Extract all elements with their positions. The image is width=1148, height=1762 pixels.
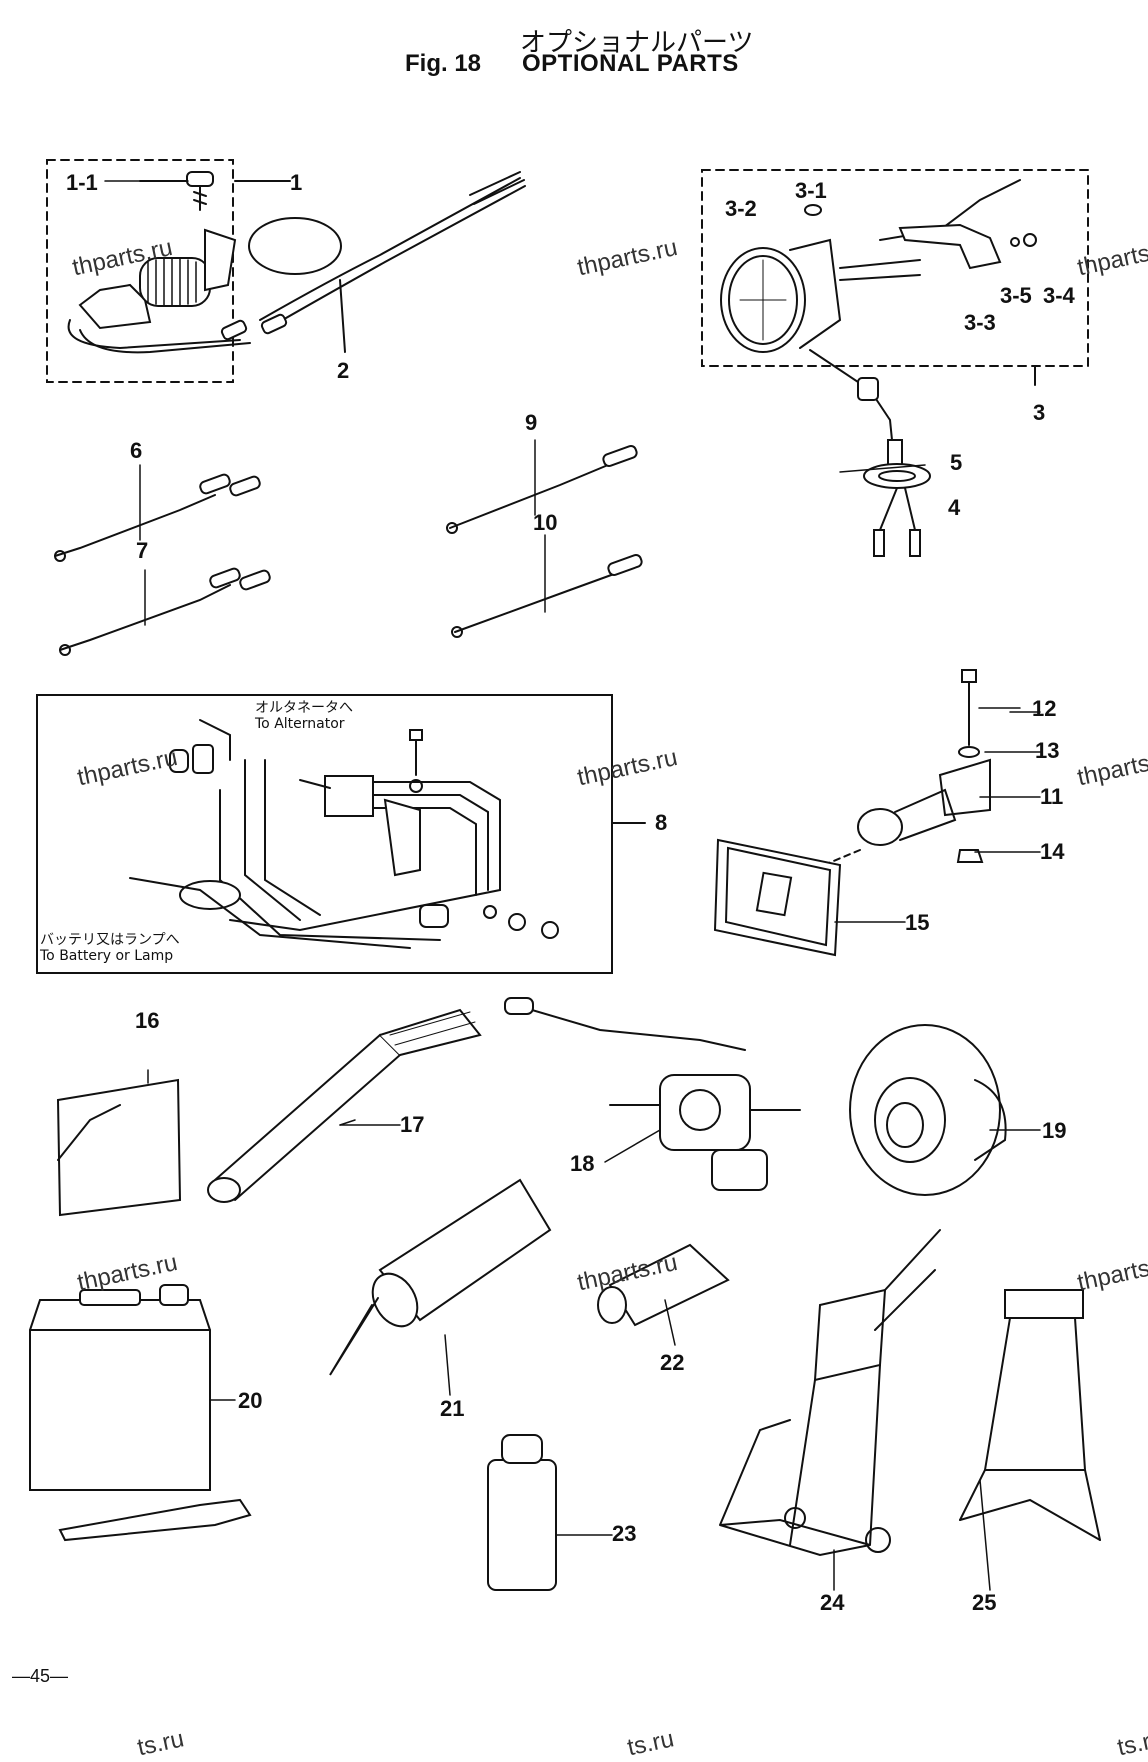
cable-7 xyxy=(59,567,271,656)
group-3-box xyxy=(701,169,1089,367)
label-part-1-1: 1-1 xyxy=(66,170,98,195)
trolley-24 xyxy=(719,1229,941,1557)
label-part-3: 3 xyxy=(1033,400,1046,425)
note-alternator: オルタネータへ To Alternator xyxy=(255,700,353,732)
page-number: —45— xyxy=(12,1666,69,1686)
label-part-11: 11 xyxy=(1040,784,1064,809)
sender-4-5 xyxy=(809,349,931,557)
group-8-box xyxy=(36,694,613,974)
label-part-24: 24 xyxy=(820,1590,845,1615)
figure-number: Fig. 18 xyxy=(405,50,482,77)
label-part-7: 7 xyxy=(136,538,149,563)
label-part-22: 22 xyxy=(660,1350,685,1375)
stand-25 xyxy=(959,1289,1101,1541)
note-battery-jp: バッテリ又はランプへ xyxy=(40,932,180,948)
label-part-4: 4 xyxy=(948,495,961,520)
label-part-3-2: 3-2 xyxy=(725,196,757,221)
label-part-20: 20 xyxy=(238,1388,263,1413)
gauge-3-2 xyxy=(720,238,842,353)
note-alternator-jp: オルタネータへ xyxy=(255,700,353,716)
label-part-2: 2 xyxy=(337,358,350,383)
label-part-14: 14 xyxy=(1040,839,1065,864)
label-part-9: 9 xyxy=(525,410,538,435)
grease-tube-21 xyxy=(329,1178,552,1376)
label-part-17: 17 xyxy=(400,1112,425,1137)
spray-can-23 xyxy=(487,1434,557,1591)
label-part-3-4: 3-4 xyxy=(1043,283,1075,308)
cable-10 xyxy=(451,553,643,638)
screw-1-1 xyxy=(186,171,214,211)
grease-tube-22 xyxy=(597,1243,730,1327)
label-part-16: 16 xyxy=(135,1008,160,1033)
manual-16 xyxy=(56,1078,182,1217)
group-1-box xyxy=(46,159,234,383)
label-part-8: 8 xyxy=(655,810,668,835)
label-part-3-5: 3-5 xyxy=(1000,283,1032,308)
fuel-tank-20 xyxy=(29,1284,252,1542)
label-part-5: 5 xyxy=(950,450,963,475)
label-part-18: 18 xyxy=(570,1151,595,1176)
title-japanese: オプショナルパーツ xyxy=(520,28,754,58)
coil-assembly xyxy=(67,228,251,354)
leader-lines xyxy=(104,180,1041,1591)
label-part-12: 12 xyxy=(1032,696,1057,721)
part-3-1 xyxy=(804,204,822,216)
label-part-15: 15 xyxy=(905,910,930,935)
label-part-23: 23 xyxy=(612,1521,637,1546)
label-part-21: 21 xyxy=(440,1396,465,1421)
note-alternator-en: To Alternator xyxy=(255,716,345,733)
label-part-6: 6 xyxy=(130,438,143,463)
label-part-25: 25 xyxy=(972,1590,997,1615)
label-part-3-1: 3-1 xyxy=(795,178,827,203)
cable-6 xyxy=(54,473,261,562)
figure-title: OPTIONAL PARTS xyxy=(522,50,739,77)
propeller-19 xyxy=(849,1024,1007,1196)
note-battery: バッテリ又はランプへ To Battery or Lamp xyxy=(40,932,180,964)
remote-control-18 xyxy=(504,997,801,1191)
tiller-handle-17 xyxy=(207,1008,482,1203)
cable-2 xyxy=(220,171,526,353)
label-part-1: 1 xyxy=(290,170,303,195)
label-part-3-3: 3-3 xyxy=(964,310,996,335)
label-part-10: 10 xyxy=(533,510,558,535)
note-battery-en: To Battery or Lamp xyxy=(40,948,174,965)
regulator-harness-8 xyxy=(129,719,559,949)
label-part-13: 13 xyxy=(1035,738,1060,763)
cable-9 xyxy=(446,444,638,534)
label-part-19: 19 xyxy=(1042,1118,1067,1143)
bracket-assembly xyxy=(713,669,1021,957)
